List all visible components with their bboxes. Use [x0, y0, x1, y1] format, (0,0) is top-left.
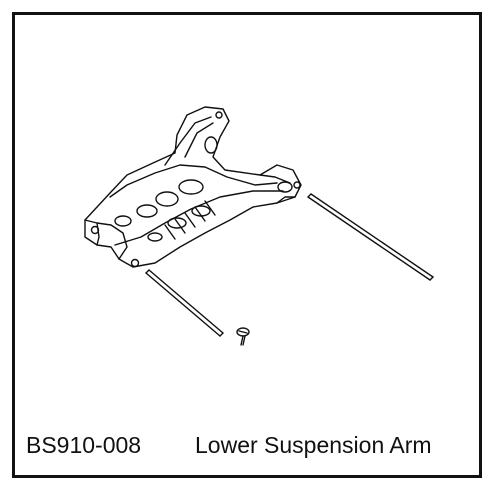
- part-number: BS910-008: [26, 432, 142, 458]
- suspension-arm: [84, 106, 302, 268]
- parts-card: BS910-008 Lower Suspension Arm: [12, 12, 482, 478]
- parts-drawing: [84, 106, 434, 346]
- hinge-pin-short: [145, 269, 224, 337]
- part-name: Lower Suspension Arm: [195, 432, 432, 458]
- hinge-pin-long: [307, 193, 434, 281]
- screw: [236, 327, 250, 346]
- caption: BS910-008 Lower Suspension Arm: [15, 428, 479, 464]
